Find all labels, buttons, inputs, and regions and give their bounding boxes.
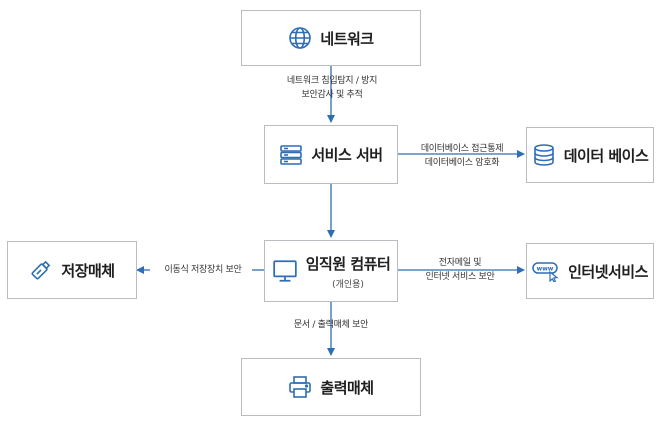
printer-icon bbox=[288, 375, 312, 399]
edge-label-server-database: 데이터베이스 접근통제 데이터베이스 암호화 bbox=[420, 144, 504, 168]
node-label: 서비스 서버 bbox=[311, 146, 383, 164]
node-internet-service: www 인터넷서비스 bbox=[526, 243, 654, 299]
node-output-media: 출력매체 bbox=[241, 358, 421, 416]
usb-drive-icon bbox=[29, 258, 53, 282]
globe-icon bbox=[288, 26, 312, 50]
edge-label-network-server: 네트워크 침입탐지 / 방지 보안감사 및 추적 bbox=[286, 76, 378, 100]
database-icon bbox=[532, 143, 556, 167]
node-network: 네트워크 bbox=[241, 10, 421, 66]
edge-label-pc-storage: 이동식 저장장치 보안 bbox=[164, 265, 242, 275]
node-label: 데이터 베이스 bbox=[563, 146, 649, 165]
node-label: 저장매체 bbox=[61, 261, 115, 280]
node-database: 데이터 베이스 bbox=[526, 127, 654, 183]
node-label: 네트워크 bbox=[320, 29, 374, 48]
node-storage-media: 저장매체 bbox=[7, 241, 137, 299]
svg-text:www: www bbox=[537, 266, 554, 273]
node-employee-pc: 임직원 컴퓨터 (개인용) bbox=[264, 240, 398, 302]
node-label: 인터넷서비스 bbox=[568, 262, 648, 281]
node-service-server: 서비스 서버 bbox=[264, 125, 398, 184]
node-label: 출력매체 bbox=[320, 378, 374, 397]
edge-label-pc-internet: 전자메일 및 인터넷 서비스 보안 bbox=[425, 258, 495, 282]
www-cursor-icon: www bbox=[532, 260, 560, 282]
monitor-icon bbox=[272, 258, 298, 284]
server-icon bbox=[279, 143, 303, 167]
edge-label-pc-output: 문서 / 출력매체 보안 bbox=[293, 320, 369, 330]
node-sublabel: (개인용) bbox=[332, 279, 364, 290]
node-label: 임직원 컴퓨터 bbox=[305, 254, 391, 273]
